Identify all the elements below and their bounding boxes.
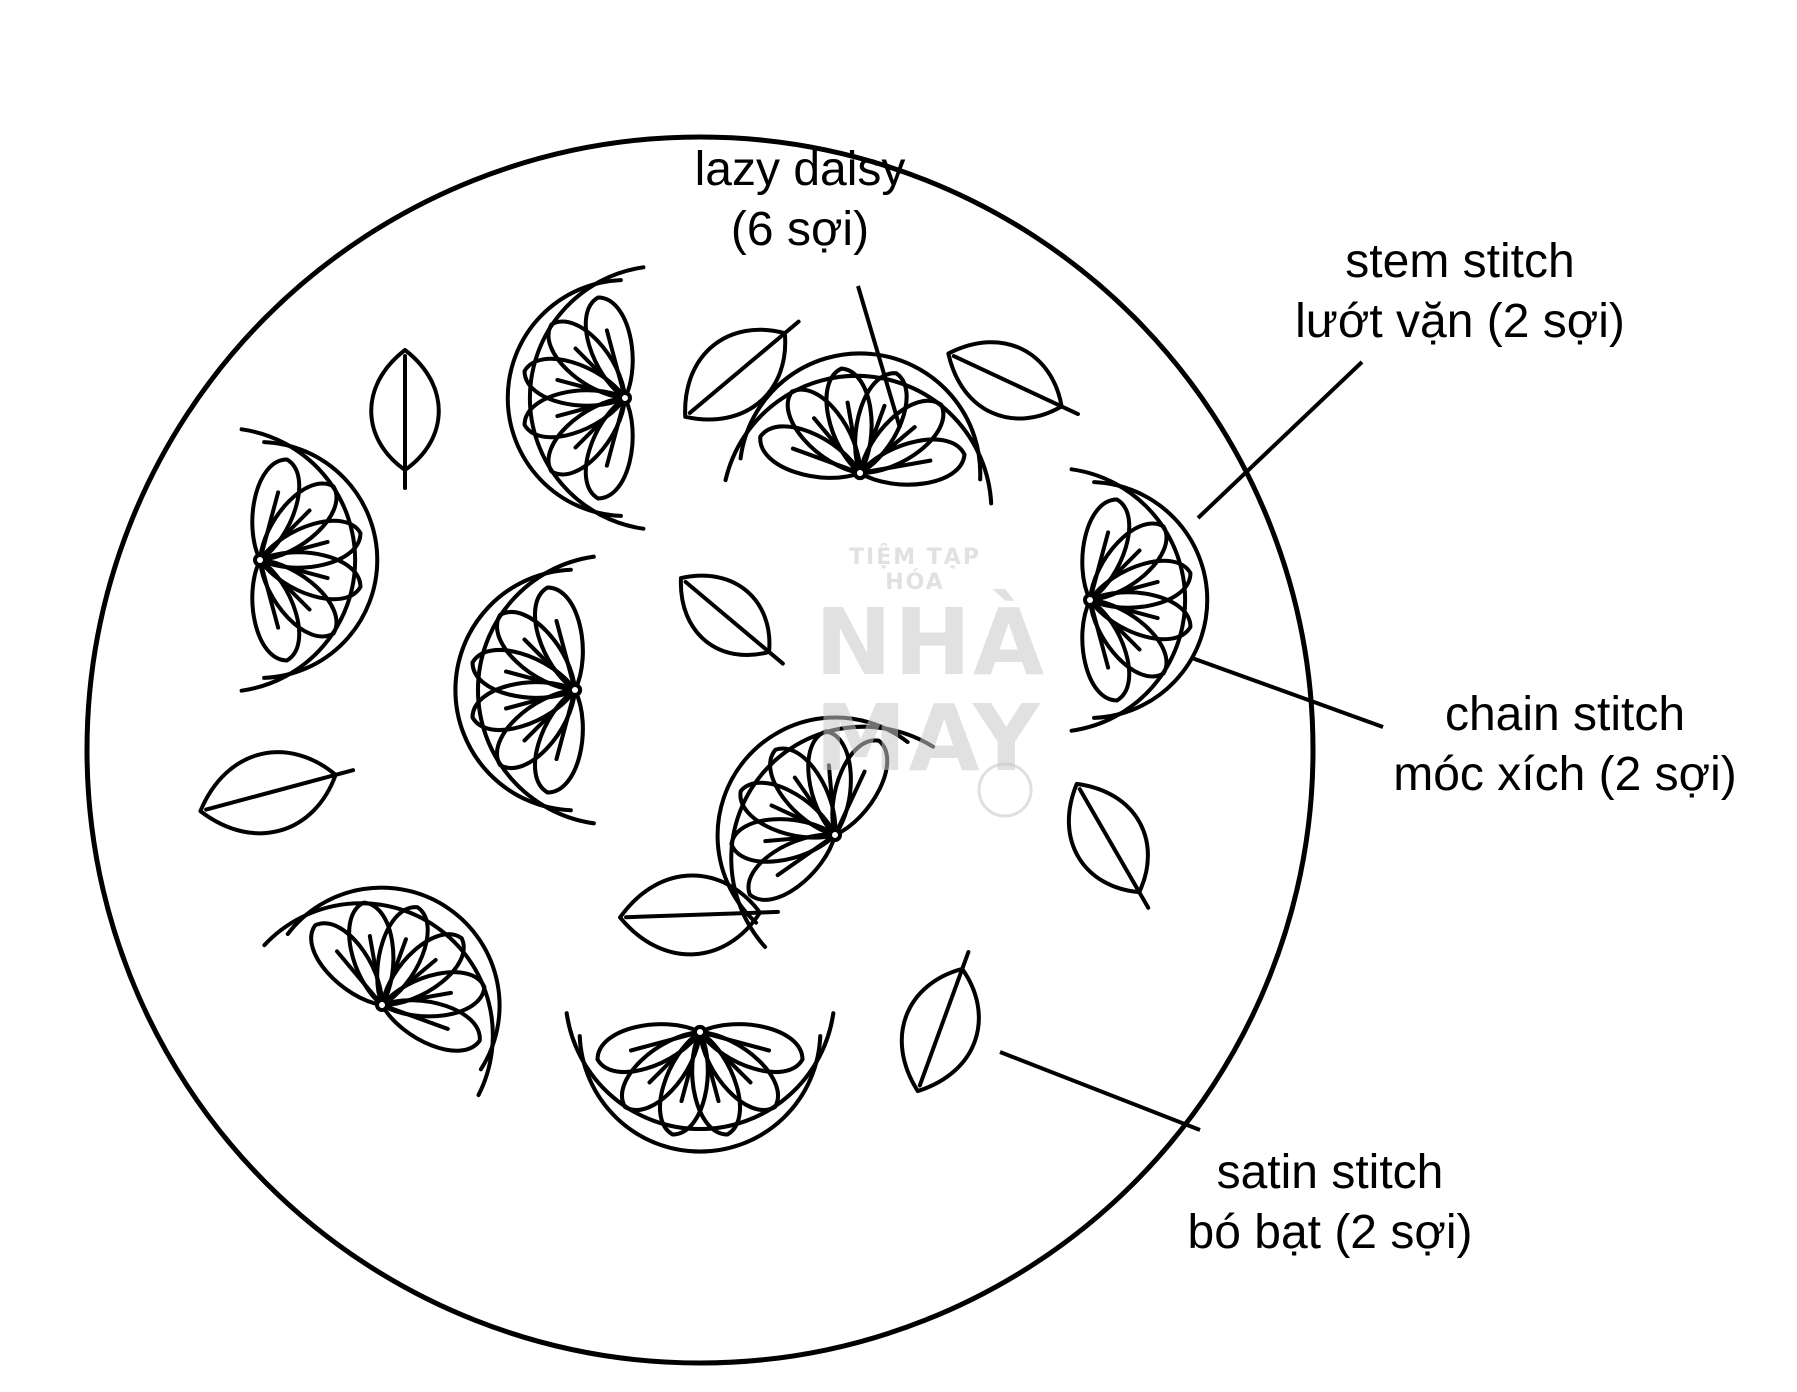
lemon-slice xyxy=(239,427,380,693)
rind-inner-chain-stitch xyxy=(738,351,983,482)
watermark-logo xyxy=(977,762,1033,818)
label-satin-stitch: satin stitch bó bạt (2 sợi) xyxy=(1120,1143,1540,1263)
label-chain-stitch-line1: chain stitch xyxy=(1444,688,1686,741)
rind-inner-chain-stitch xyxy=(715,715,910,925)
watermark-bottom: MAY xyxy=(815,685,1042,792)
lazy-daisy-petal xyxy=(830,738,890,837)
lazy-daisy-petal xyxy=(532,585,585,693)
lemon-slice xyxy=(1069,467,1210,733)
leaf-satin-stitch xyxy=(946,340,1080,421)
lemon-slice xyxy=(715,715,936,949)
hoop-outline xyxy=(84,134,1316,1366)
leaf-satin-stitch xyxy=(618,873,780,957)
lemon-slice xyxy=(723,351,994,506)
watermark-top: TIỆM TẠP HÓA xyxy=(849,545,981,595)
lemon-slice xyxy=(262,885,502,1098)
lazy-daisy-petal xyxy=(595,1022,703,1075)
watermark-text: TIỆM TẠP HÓA NHÀ MAY xyxy=(815,545,1047,792)
label-lazy-daisy-line1: lazy daisy xyxy=(694,143,906,196)
leaves xyxy=(198,319,1151,1094)
lazy-daisy-petal xyxy=(1080,598,1132,703)
lemon-slice xyxy=(505,265,646,531)
leaf-satin-stitch xyxy=(899,950,981,1094)
slice-centre xyxy=(1083,593,1097,607)
leaf-satin-stitch xyxy=(198,750,356,836)
label-chain-stitch: chain stitch móc xích (2 sợi) xyxy=(1350,685,1780,805)
lazy-daisy-petal xyxy=(250,558,302,663)
label-satin-stitch-line1: satin stitch xyxy=(1216,1146,1444,1199)
slice-centre xyxy=(375,998,389,1012)
slice-centre xyxy=(828,828,842,842)
leader-lazy-daisy xyxy=(856,285,902,429)
leaf-satin-stitch xyxy=(369,348,441,490)
lemon-slice xyxy=(453,554,596,826)
lemon-slices xyxy=(239,265,1210,1154)
lazy-daisy-petal xyxy=(380,998,482,1053)
slice-centre xyxy=(253,553,267,567)
leader-stem-stitch xyxy=(1196,360,1364,520)
watermark-yarn-icon xyxy=(977,762,1033,818)
lemon-slice xyxy=(564,1011,836,1154)
slice-centre xyxy=(567,682,583,698)
rind-inner-chain-stitch xyxy=(262,440,380,680)
slice-centre xyxy=(692,1024,708,1040)
label-lazy-daisy: lazy daisy (6 sợi) xyxy=(640,140,960,260)
leader-satin-stitch xyxy=(999,1050,1201,1132)
label-chain-stitch-line2: móc xích (2 sợi) xyxy=(1393,748,1737,801)
label-stem-stitch-line2: lướt vặn (2 sợi) xyxy=(1295,295,1625,348)
lazy-daisy-petal xyxy=(729,817,837,864)
rind-inner-chain-stitch xyxy=(453,567,573,813)
slice-centre xyxy=(852,465,868,481)
rind-inner-chain-stitch xyxy=(505,278,623,518)
lazy-daisy-petal xyxy=(857,437,967,487)
lazy-daisy-petal xyxy=(583,295,635,400)
rind-inner-chain-stitch xyxy=(1092,480,1210,720)
slice-centre xyxy=(618,391,632,405)
label-lazy-daisy-line2: (6 sợi) xyxy=(730,203,870,256)
leaf-satin-stitch xyxy=(1066,781,1151,910)
watermark-middle: NHÀ xyxy=(815,589,1047,696)
leader-chain-stitch xyxy=(1191,656,1384,729)
rind-inner-chain-stitch xyxy=(285,885,502,1072)
leaf-satin-stitch xyxy=(678,573,785,666)
label-satin-stitch-line2: bó bạt (2 sợi) xyxy=(1187,1206,1473,1259)
leaf-satin-stitch xyxy=(683,319,801,422)
label-stem-stitch-line1: stem stitch xyxy=(1345,235,1575,288)
rind-inner-chain-stitch xyxy=(577,1034,823,1154)
label-stem-stitch: stem stitch lướt vặn (2 sợi) xyxy=(1250,232,1670,352)
leader-lines xyxy=(856,285,1384,1132)
